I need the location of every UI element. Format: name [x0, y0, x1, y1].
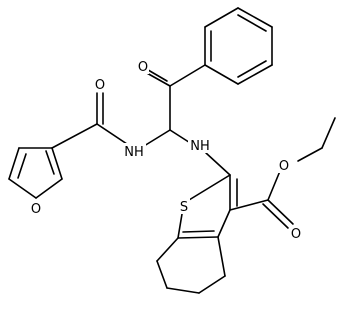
atom-s-thiophene: S: [180, 200, 188, 215]
bond-lines: [8, 7, 336, 294]
atom-nh-amine: NH: [190, 139, 210, 154]
atom-o-ketone: O: [138, 60, 148, 75]
atom-labels: O O NH O NH S O O: [30, 58, 302, 242]
atom-o-ester-carbonyl: O: [291, 227, 301, 242]
atom-nh-amide: NH: [124, 145, 144, 160]
atom-o-furan: O: [31, 202, 41, 217]
atom-o-amide: O: [95, 78, 105, 93]
atom-o-ester-ether: O: [279, 159, 289, 174]
